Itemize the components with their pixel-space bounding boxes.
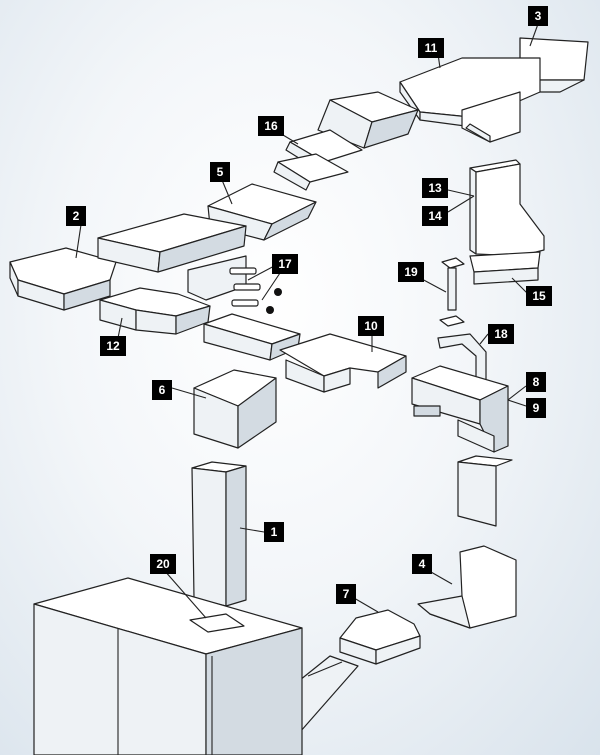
svg-text:9: 9 xyxy=(533,401,540,415)
svg-text:19: 19 xyxy=(404,265,418,279)
straight-connector-duct xyxy=(203,313,301,361)
callout-14: 14 xyxy=(422,206,448,226)
part-7-elbow xyxy=(339,609,421,665)
callout-18: 18 xyxy=(488,324,514,344)
part-4-elbow xyxy=(417,545,517,629)
svg-text:3: 3 xyxy=(535,9,542,23)
svg-text:11: 11 xyxy=(425,41,438,55)
callout-15: 15 xyxy=(526,286,552,306)
callout-12: 12 xyxy=(100,336,126,356)
svg-text:5: 5 xyxy=(217,165,224,179)
svg-text:2: 2 xyxy=(73,209,80,223)
svg-text:17: 17 xyxy=(278,257,292,271)
part-5-elbow-duct xyxy=(207,183,317,241)
callout-10: 10 xyxy=(358,316,384,336)
callout-13: 13 xyxy=(422,178,448,198)
svg-text:6: 6 xyxy=(159,383,166,397)
part-16-angled-duct xyxy=(273,91,419,191)
part-1-vertical-duct xyxy=(191,461,247,607)
callout-11: 11 xyxy=(418,38,444,58)
vertical-duct-section xyxy=(457,455,513,527)
callout-17: 17 xyxy=(272,254,298,274)
callout-20: 20 xyxy=(150,554,176,574)
callout-8: 8 xyxy=(526,372,546,392)
callout-2: 2 xyxy=(66,206,86,226)
part-19-support-bracket xyxy=(439,257,465,327)
svg-text:20: 20 xyxy=(156,557,170,571)
part-15-riser-base xyxy=(469,251,541,285)
svg-text:4: 4 xyxy=(419,557,426,571)
svg-text:13: 13 xyxy=(428,181,442,195)
svg-text:16: 16 xyxy=(264,119,278,133)
part-8-elbow xyxy=(411,365,509,453)
upper-long-duct xyxy=(97,213,247,301)
svg-text:18: 18 xyxy=(494,327,508,341)
callout-7: 7 xyxy=(336,584,356,604)
svg-text:8: 8 xyxy=(533,375,540,389)
svg-text:15: 15 xyxy=(532,289,546,303)
part-2-duct-end xyxy=(9,247,117,311)
svg-text:14: 14 xyxy=(428,209,442,223)
svg-text:10: 10 xyxy=(364,319,378,333)
callout-4: 4 xyxy=(412,554,432,574)
callout-16: 16 xyxy=(258,116,284,136)
part-11-t-junction xyxy=(399,57,541,143)
callout-5: 5 xyxy=(210,162,230,182)
callout-1: 1 xyxy=(264,522,284,542)
part-10-t-branch xyxy=(279,333,407,393)
part-6-elbow xyxy=(193,369,277,449)
main-cabinet-unit xyxy=(33,577,303,755)
part-12-transition-duct xyxy=(99,287,211,335)
bottom-ramp-duct xyxy=(299,655,359,733)
part-13-riser xyxy=(469,159,545,257)
callout-19: 19 xyxy=(398,262,424,282)
svg-text:12: 12 xyxy=(106,339,120,353)
callout-9: 9 xyxy=(526,398,546,418)
callout-6: 6 xyxy=(152,380,172,400)
part-17-bolts xyxy=(229,267,282,314)
svg-text:7: 7 xyxy=(343,587,350,601)
callout-3: 3 xyxy=(528,6,548,26)
svg-text:1: 1 xyxy=(271,525,278,539)
